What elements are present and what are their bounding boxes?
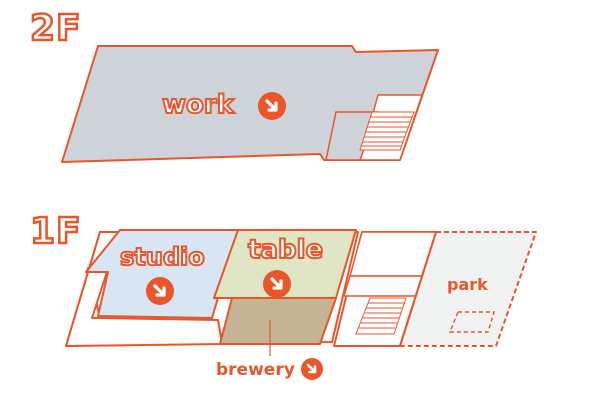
floor-2f-plan: work	[61, 45, 439, 163]
east-room-middle	[342, 275, 426, 297]
brewery-arrow-icon[interactable]	[299, 356, 325, 382]
park-label: park	[447, 275, 488, 294]
table-label: table	[248, 235, 323, 265]
brewery-label: brewery	[216, 360, 295, 380]
studio-arrow-icon[interactable]	[144, 275, 176, 307]
brewery-area[interactable]	[219, 297, 337, 345]
park-divider	[399, 231, 437, 347]
stairs-1f	[355, 297, 407, 335]
floor-1f-plan: studio table brewery park	[65, 229, 537, 382]
table-arrow-icon[interactable]	[261, 268, 293, 300]
floor-label-2f: 2F	[30, 8, 82, 49]
studio-label: studio	[120, 243, 205, 271]
east-room-upper	[349, 231, 437, 277]
park-parking-spot	[448, 311, 496, 333]
work-arrow-icon[interactable]	[256, 90, 288, 122]
floor-label-1f: 1F	[30, 211, 82, 252]
work-room-south	[325, 111, 380, 161]
work-label: work	[162, 90, 235, 120]
stairs-2f	[359, 111, 415, 151]
